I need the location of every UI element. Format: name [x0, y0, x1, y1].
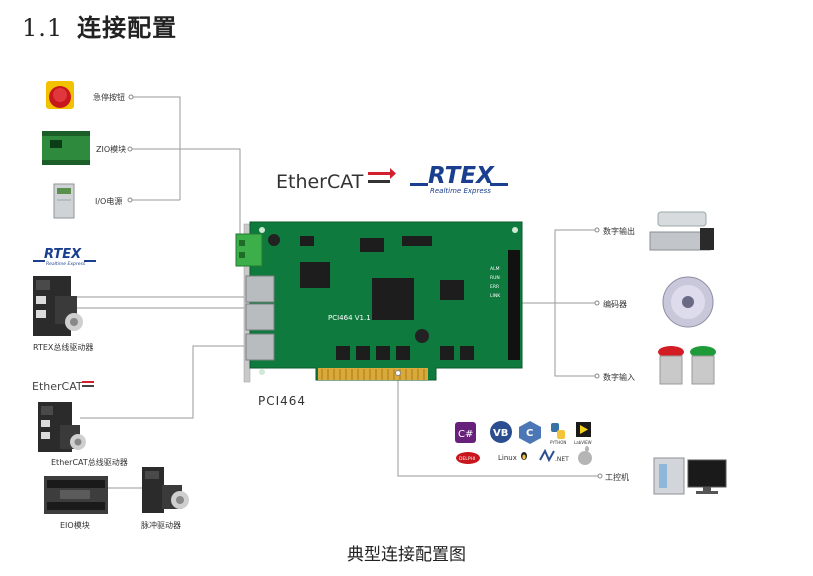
svg-text:LabVIEW: LabVIEW — [574, 440, 592, 445]
encoder-icon — [662, 276, 714, 328]
svg-text:VB: VB — [493, 428, 508, 439]
estop-icon — [46, 81, 74, 109]
svg-text:C#: C# — [458, 429, 473, 440]
ethercat-drive-icon — [38, 402, 86, 452]
svg-text:C: C — [526, 428, 533, 439]
linux-icon: Linux — [498, 452, 527, 462]
svg-text:DELPHI: DELPHI — [459, 456, 475, 462]
label-encoder: 编码器 — [603, 300, 627, 309]
pulse-drive-icon — [142, 467, 189, 513]
delphi-icon: DELPHI — [456, 452, 480, 464]
label-eio: EIO模块 — [60, 521, 90, 530]
svg-text:LINK: LINK — [490, 293, 501, 299]
io-header-connector — [508, 250, 520, 360]
line-ethercat — [80, 345, 250, 419]
svg-text:PYTHON: PYTHON — [550, 440, 566, 445]
line-zio-to-card — [130, 148, 241, 236]
label-ipc: 工控机 — [605, 473, 629, 482]
label-ethercat-drive: EtherCAT总线驱动器 — [51, 458, 128, 467]
line-estop — [131, 96, 181, 200]
rtex-drive-icon — [33, 276, 83, 336]
label-rtex-drive: RTEX总线驱动器 — [33, 343, 94, 352]
rj45-port-2 — [245, 303, 275, 331]
line-ipc — [397, 373, 600, 477]
ethercat-logo: EtherCAT — [276, 168, 396, 193]
cpp-icon: C — [519, 421, 541, 444]
pci464-card: PCI464 V1.1 ALM RUN ERR LINK — [235, 221, 523, 383]
dotnet-icon: .NET — [539, 448, 569, 463]
solenoid-valve-icon — [649, 211, 714, 251]
rtex-logo-small: RTEX Realtime Express — [33, 247, 96, 267]
svg-text:ERR: ERR — [490, 284, 499, 290]
svg-text:ALM: ALM — [490, 266, 500, 272]
svg-text:RTEX: RTEX — [428, 163, 495, 189]
card-name: PCI464 — [258, 394, 307, 408]
svg-text:.NET: .NET — [555, 456, 569, 463]
zio-module-icon — [42, 131, 90, 165]
label-io-power: I/O电源 — [95, 197, 123, 206]
svg-text:EtherCAT: EtherCAT — [276, 171, 364, 193]
rtex-logo: RTEX Realtime Express — [410, 163, 508, 195]
line-digital-out — [514, 229, 597, 304]
label-estop: 急停按钮 — [93, 93, 125, 102]
label-zio: ZIO模块 — [96, 145, 127, 154]
industrial-pc-icon — [653, 457, 727, 495]
vb-icon: VB — [490, 421, 512, 443]
figure-caption: 典型连接配置图 — [347, 545, 466, 565]
label-digital-out: 数字输出 — [603, 227, 635, 236]
software-icons: C# VB C PYTHON LabVIEW DELPHI Linux — [455, 421, 592, 465]
csharp-icon: C# — [455, 422, 476, 443]
line-digital-in — [554, 303, 597, 377]
connection-lines — [55, 96, 600, 489]
rj45-port-1 — [245, 275, 275, 303]
label-pulse-drive: 脉冲驱动器 — [141, 521, 181, 530]
svg-text:RTEX: RTEX — [44, 247, 82, 262]
svg-text:Realtime Express: Realtime Express — [430, 187, 491, 195]
section-heading: 1.1 连接配置 — [22, 8, 177, 43]
gold-fingers — [318, 368, 428, 380]
power-supply-icon — [53, 183, 75, 219]
io-terminal-block — [235, 233, 263, 267]
apple-icon — [578, 446, 592, 465]
rj45-port-3 — [245, 333, 275, 361]
main-chip — [372, 278, 414, 320]
labview-icon: LabVIEW — [574, 422, 592, 445]
push-buttons-icon — [658, 346, 716, 385]
section-title: 连接配置 — [77, 13, 178, 42]
ethercat-logo-small: EtherCAT — [32, 380, 94, 393]
section-number: 1.1 — [22, 14, 64, 42]
svg-text:Linux: Linux — [498, 454, 517, 462]
svg-text:RUN: RUN — [490, 275, 500, 281]
svg-text:PCI464 V1.1: PCI464 V1.1 — [328, 314, 371, 322]
label-digital-in: 数字输入 — [603, 373, 635, 382]
svg-text:EtherCAT: EtherCAT — [32, 380, 83, 393]
svg-text:Realtime Express: Realtime Express — [46, 261, 86, 267]
python-icon: PYTHON — [550, 423, 566, 445]
eio-module-icon — [44, 476, 108, 514]
